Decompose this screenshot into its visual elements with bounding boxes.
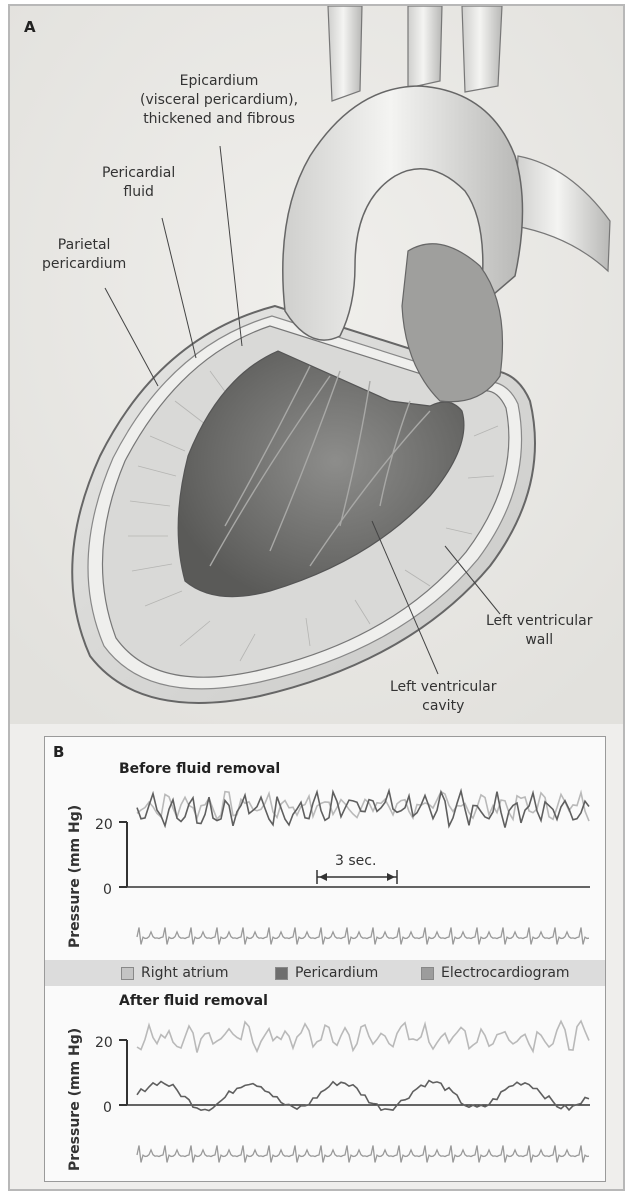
legend-item-right-atrium: Right atrium (121, 964, 229, 982)
label-pericardial-fluid-line2: fluid (102, 183, 175, 202)
time-scale-arrow-left (319, 873, 327, 881)
label-parietal-line2: pericardium (42, 255, 126, 274)
figure: A Epicardium (visceral pericardium), thi… (8, 4, 625, 1191)
after-right-atrium-line (137, 1021, 589, 1053)
after-electrocardiogram-line (137, 1146, 589, 1163)
before-title: Before fluid removal (119, 761, 280, 777)
legend-label-electrocardiogram: Electrocardiogram (441, 965, 570, 981)
label-lv-cavity-line2: cavity (390, 697, 497, 716)
label-lv-cavity-line1: Left ventricular (390, 678, 497, 697)
after-tick-0: 0 (103, 1100, 112, 1116)
after-pericardium-line (137, 1081, 589, 1111)
label-epicardium-line2: (visceral pericardium), (140, 91, 298, 110)
panel-a-letter: A (24, 18, 36, 36)
legend-swatch-electrocardiogram (421, 967, 434, 980)
label-lv-wall: Left ventricular wall (486, 612, 593, 650)
label-parietal-pericardium: Parietal pericardium (42, 236, 126, 274)
before-electrocardiogram-line (137, 928, 589, 945)
panel-a: A Epicardium (visceral pericardium), thi… (10, 6, 623, 724)
label-pericardial-fluid-line1: Pericardial (102, 164, 175, 183)
label-lv-wall-line1: Left ventricular (486, 612, 593, 631)
panel-b: B Before fluid removal After fluid remov… (44, 736, 606, 1182)
before-pericardium-line (137, 791, 589, 828)
legend-item-pericardium: Pericardium (275, 964, 378, 982)
legend-swatch-pericardium (275, 967, 288, 980)
pressure-tracings (45, 737, 605, 1181)
label-epicardium-line1: Epicardium (140, 72, 298, 91)
time-scale-arrow-right (387, 873, 395, 881)
label-epicardium-line3: thickened and fibrous (140, 110, 298, 129)
label-pericardial-fluid: Pericardial fluid (102, 164, 175, 202)
legend: Right atrium Pericardium Electrocardiogr… (45, 960, 605, 986)
legend-label-pericardium: Pericardium (295, 965, 378, 981)
label-lv-wall-line2: wall (486, 631, 593, 650)
after-tick-20: 20 (95, 1035, 113, 1051)
panel-b-letter: B (53, 743, 64, 761)
before-ylabel: Pressure (mm Hg) (67, 808, 83, 948)
legend-label-right-atrium: Right atrium (141, 965, 229, 981)
legend-item-electrocardiogram: Electrocardiogram (421, 964, 570, 982)
time-scale-label: 3 sec. (335, 853, 376, 869)
legend-swatch-right-atrium (121, 967, 134, 980)
label-parietal-line1: Parietal (42, 236, 126, 255)
label-lv-cavity: Left ventricular cavity (390, 678, 497, 716)
after-title: After fluid removal (119, 993, 268, 1009)
after-ylabel: Pressure (mm Hg) (67, 1031, 83, 1171)
before-tick-0: 0 (103, 882, 112, 898)
label-epicardium: Epicardium (visceral pericardium), thick… (140, 72, 298, 129)
before-tick-20: 20 (95, 817, 113, 833)
